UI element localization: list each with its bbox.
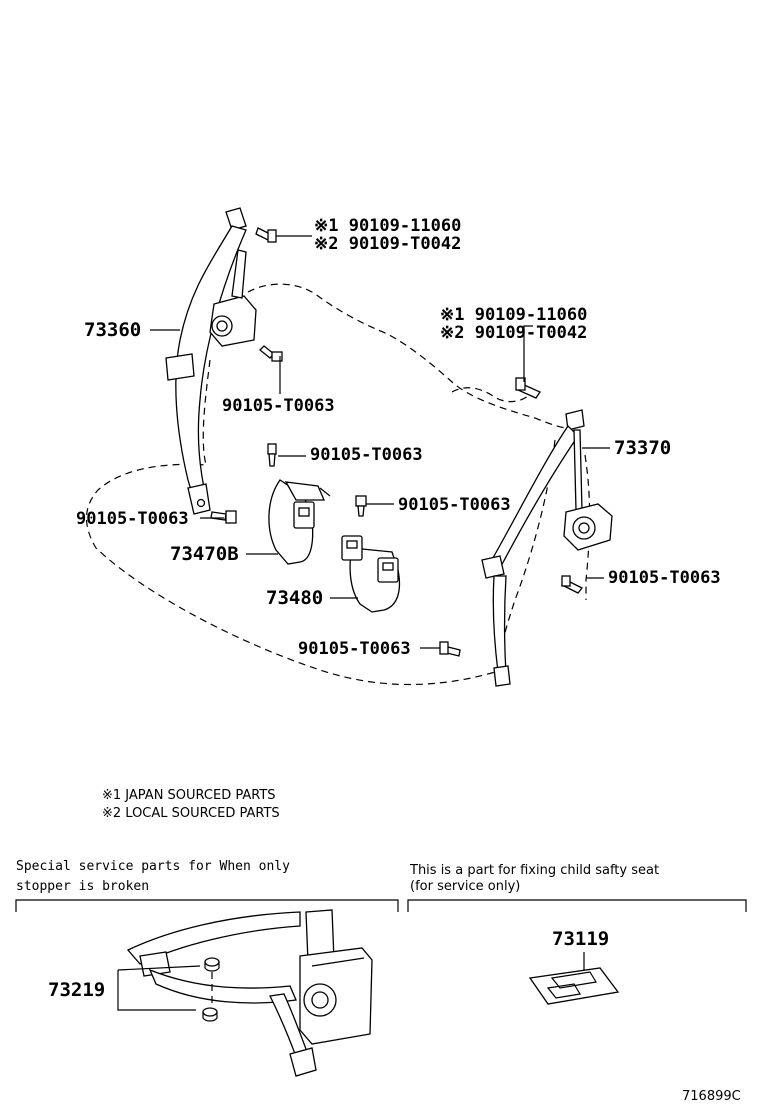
callout-buckle-left: 73470B [170,543,239,565]
panel-child-seat-fixing: This is a part for fixing child safty se… [407,863,747,1005]
sourcing-legend: ※1 JAPAN SOURCED PARTS ※2 LOCAL SOURCED … [102,788,280,821]
panel-left-part-number: 73219 [48,979,105,1001]
bolt-icon [355,495,367,517]
bolt-icon [210,510,237,524]
buckle-73480-assembly [341,535,401,613]
panel-right-note-line-2: (for service only) [410,879,520,894]
callout-left-retractor-bolt: 90105-T0063 [222,396,335,416]
bolt-icon [267,443,277,467]
legend-line-2: ※2 LOCAL SOURCED PARTS [102,806,280,821]
callout-upper-right-bolt-2: ※2 90109-T0042 [440,323,587,343]
callout-left-lower-bolt: 90105-T0063 [76,509,189,529]
left-seat-belt-assembly [165,207,257,515]
seat-outline [86,283,591,686]
callout-center-bolt-a: 90105-T0063 [310,445,423,465]
callout-bottom-bolt: 90105-T0063 [298,639,411,659]
bolt-icon [439,641,461,657]
right-seat-belt-assembly [481,409,613,687]
callout-upper-left-bolt-1: ※1 90109-11060 [314,216,461,236]
callout-buckle-center: 73480 [266,587,323,609]
callout-upper-left-bolt-2: ※2 90109-T0042 [314,234,461,254]
illustration-id: 716899C [682,1089,741,1104]
callout-right-belt: 73370 [614,437,671,459]
callout-upper-right-bolt-1: ※1 90109-11060 [440,305,587,325]
buckle-73470B-assembly [268,479,331,565]
stopper-button-icon [204,957,220,1004]
panel-right-part-number: 73119 [552,928,609,950]
panel-stopper-service: Special service parts for When only stop… [15,859,399,1077]
callout-right-lower-bolt: 90105-T0063 [608,568,721,588]
leader-lines [150,235,610,649]
stopper-button-icon [202,1007,218,1022]
bolt-icon [255,227,277,243]
legend-line-1: ※1 JAPAN SOURCED PARTS [102,788,276,803]
panel-left-note-line-1: Special service parts for When only [16,859,290,874]
callout-left-belt: 73360 [84,319,141,341]
bolt-icon [259,345,283,362]
panel-right-note-line-1: This is a part for fixing child safty se… [409,863,659,878]
bolt-icon [560,575,584,594]
bolt-icon [515,377,541,399]
callout-center-bolt-b: 90105-T0063 [398,495,511,515]
panel-left-note-line-2: stopper is broken [16,879,149,894]
part-number-labels: ※1 90109-11060 ※2 90109-T0042 73360 9010… [76,216,721,659]
